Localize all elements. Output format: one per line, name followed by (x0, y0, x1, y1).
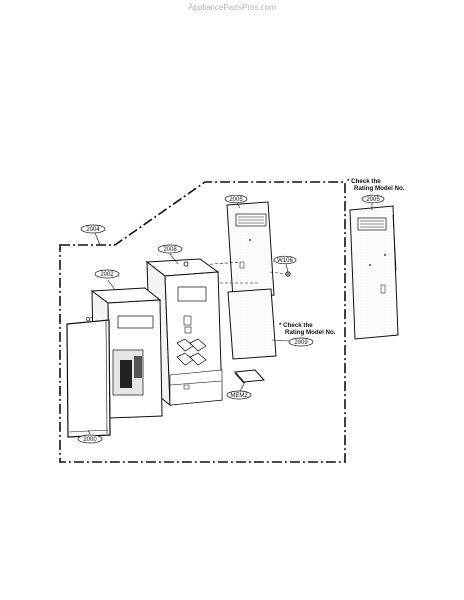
assembly-boundary (59, 181, 346, 463)
label-membrane: MEM2 (226, 390, 252, 400)
label-panel: 2000 (77, 434, 103, 444)
pcb-lower (227, 288, 277, 360)
svg-text:2009: 2009 (294, 340, 308, 346)
note-outside-line2: Rating Model No. (354, 185, 405, 192)
screw-w106 (285, 271, 291, 277)
label-pcb-outside: 2005 (361, 194, 385, 204)
watermark: AppliancePartsPros.com (188, 3, 276, 12)
svg-text:2005: 2005 (366, 197, 380, 203)
svg-text:2004: 2004 (86, 227, 100, 233)
label-boundary: 2004 (80, 224, 106, 234)
svg-text:2008: 2008 (163, 247, 177, 253)
label-pcb-lower: 2009 (288, 337, 314, 347)
svg-text:2000: 2000 (83, 437, 97, 443)
note-inside-line1: * Check the (279, 322, 313, 329)
label-housing: 2002 (94, 269, 120, 279)
leader-lines (87, 202, 373, 435)
svg-text:W106: W106 (277, 258, 293, 264)
pcb-outside (349, 205, 399, 340)
note-outside-line1: * Check the (347, 178, 381, 185)
pcb-top (226, 201, 275, 300)
label-frame: 2008 (157, 244, 183, 254)
svg-text:MEM2: MEM2 (230, 393, 248, 399)
svg-text:2002: 2002 (100, 272, 114, 278)
svg-text:2005: 2005 (229, 197, 243, 203)
membrane-switch (233, 369, 266, 384)
front-panel (66, 319, 111, 438)
label-screw: W106 (273, 255, 297, 265)
note-inside-line2: Rating Model No. (285, 329, 336, 336)
label-pcb-top: 2005 (224, 194, 248, 204)
